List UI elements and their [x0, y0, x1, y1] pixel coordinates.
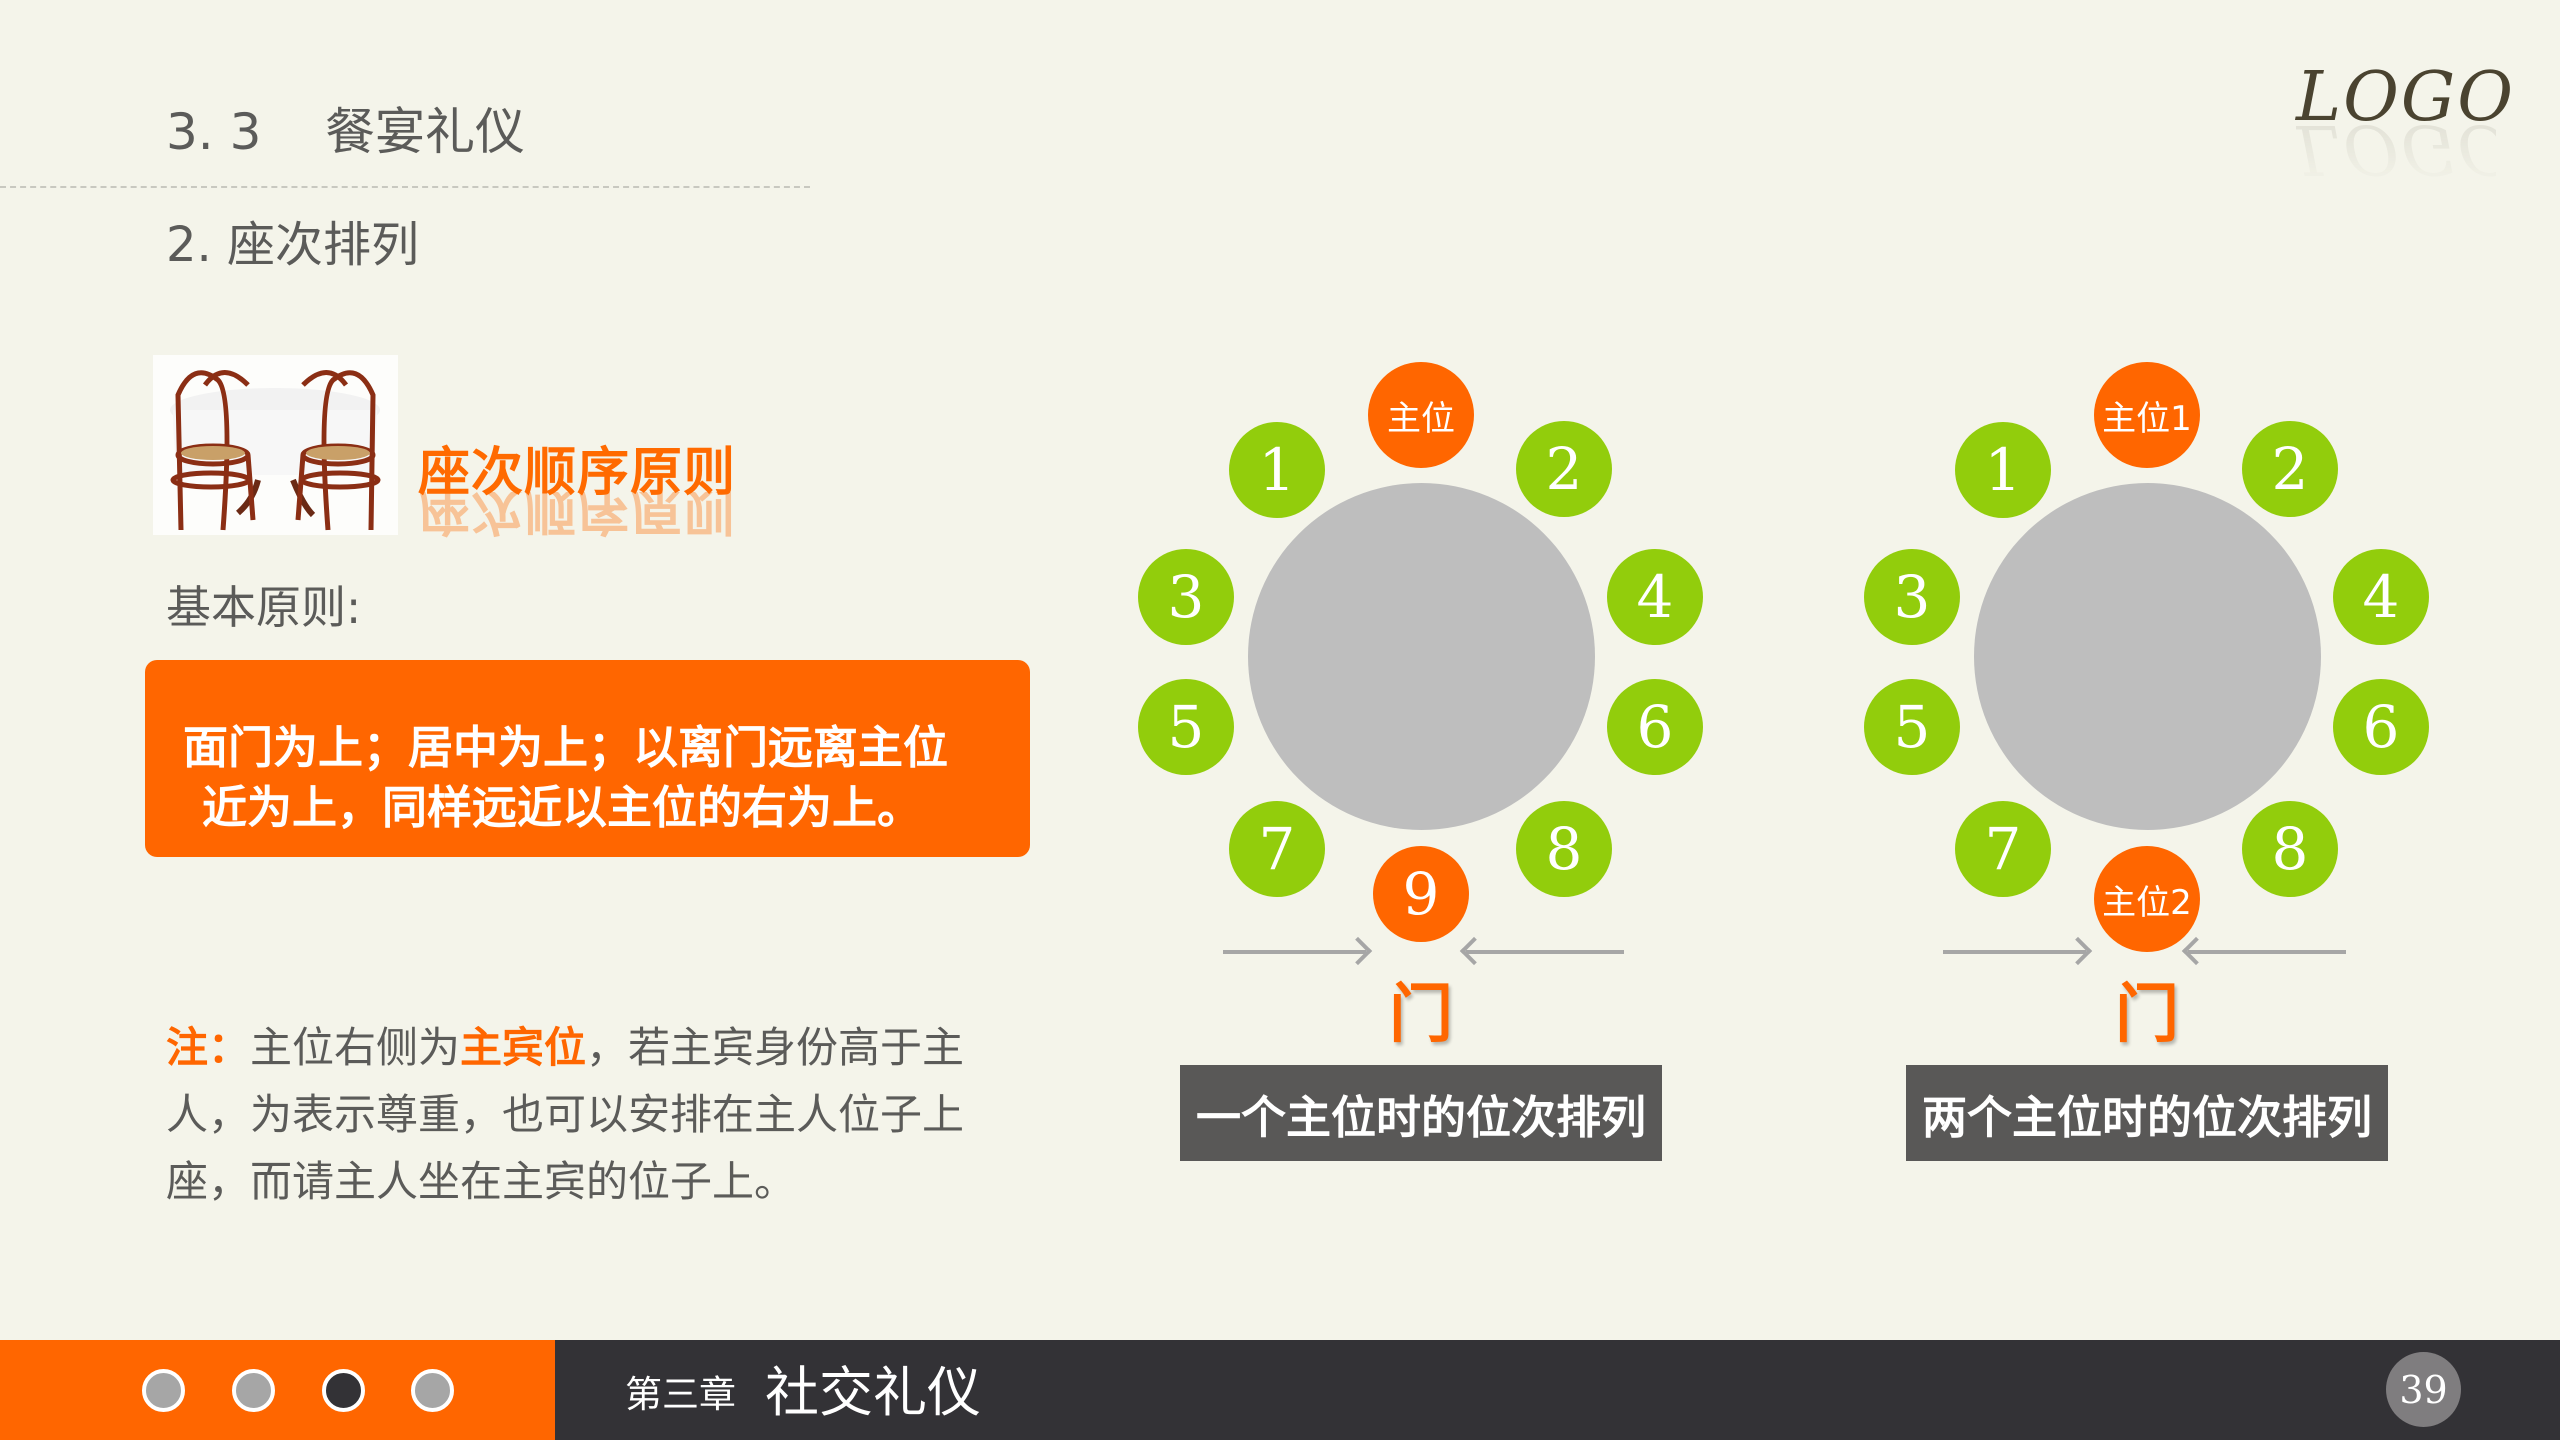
seat-9: 9	[1373, 846, 1469, 942]
seat-6: 6	[2333, 679, 2429, 775]
arrow-left-icon	[2188, 950, 2346, 954]
header-divider	[0, 186, 810, 188]
seat-5: 5	[1138, 679, 1234, 775]
note-highlight: 主宾位	[460, 1023, 587, 1072]
note-prefix: 注：	[166, 1023, 251, 1072]
principle-heading: 座次顺序原则	[418, 443, 737, 503]
door-label: 门	[1389, 978, 1453, 1052]
note-part-2: ，若主宾身份高于主人，为表示尊重，也可以安排在主人位子上座，而请主人坐在主宾的位…	[166, 1023, 965, 1206]
note-part-1: 主位右侧为	[250, 1023, 461, 1072]
host-1-seat: 主位1	[2094, 362, 2200, 468]
logo-text: LOGO	[2296, 58, 2515, 137]
nav-dot-1[interactable]	[142, 1369, 185, 1412]
seat-1: 1	[1955, 422, 2051, 518]
seat-3: 3	[1864, 549, 1960, 645]
logo: LOGO LOGO	[2296, 58, 2515, 188]
seat-7: 7	[1229, 801, 1325, 897]
round-table	[1248, 483, 1595, 830]
footer-accent-bar	[0, 1340, 555, 1440]
logo-reflection: LOGO	[2296, 109, 2515, 188]
seat-4: 4	[1607, 549, 1703, 645]
principle-heading-reflection: 座次顺序原则	[418, 492, 737, 539]
chapter-label: 第三章	[625, 1373, 736, 1416]
basic-principle-label: 基本原则:	[166, 581, 362, 634]
rule-line-1: 面门为上；居中为上；以离门远离主位	[183, 721, 949, 774]
host-2-seat: 主位2	[2094, 846, 2200, 952]
seat-6: 6	[1607, 679, 1703, 775]
diagram-caption: 一个主位时的位次排列	[1180, 1065, 1662, 1161]
seat-5: 5	[1864, 679, 1960, 775]
seat-8: 8	[1516, 801, 1612, 897]
footer-bar	[555, 1340, 2560, 1440]
seat-8: 8	[2242, 801, 2338, 897]
diagram-caption: 两个主位时的位次排列	[1906, 1065, 2388, 1161]
rule-line-2: 近为上，同样远近以主位的右为上。	[202, 781, 923, 834]
nav-dot-3-active[interactable]	[322, 1369, 365, 1412]
page-number: 39	[2386, 1352, 2461, 1427]
nav-dot-4[interactable]	[411, 1369, 454, 1412]
note-text: 注：主位右侧为主宾位，若主宾身份高于主人，为表示尊重，也可以安排在主人位子上座，…	[166, 1014, 1026, 1215]
rule-box: 面门为上；居中为上；以离门远离主位 近为上，同样远近以主位的右为上。	[145, 660, 1030, 857]
seat-4: 4	[2333, 549, 2429, 645]
host-seat: 主位	[1368, 362, 1474, 468]
seat-3: 3	[1138, 549, 1234, 645]
seat-2: 2	[1516, 421, 1612, 517]
section-title: 3. 3 餐宴礼仪	[166, 103, 525, 161]
seat-1: 1	[1229, 422, 1325, 518]
dining-table-chairs-image	[153, 355, 398, 535]
arrow-left-icon	[1466, 950, 1624, 954]
subtitle: 2. 座次排列	[166, 217, 420, 273]
round-table	[1974, 483, 2321, 830]
seat-7: 7	[1955, 801, 2051, 897]
seat-2: 2	[2242, 421, 2338, 517]
door-label: 门	[2115, 978, 2179, 1052]
arrow-right-icon	[1943, 950, 2086, 954]
nav-dot-2[interactable]	[232, 1369, 275, 1412]
arrow-right-icon	[1223, 950, 1366, 954]
chapter-title: 社交礼仪	[765, 1361, 981, 1424]
